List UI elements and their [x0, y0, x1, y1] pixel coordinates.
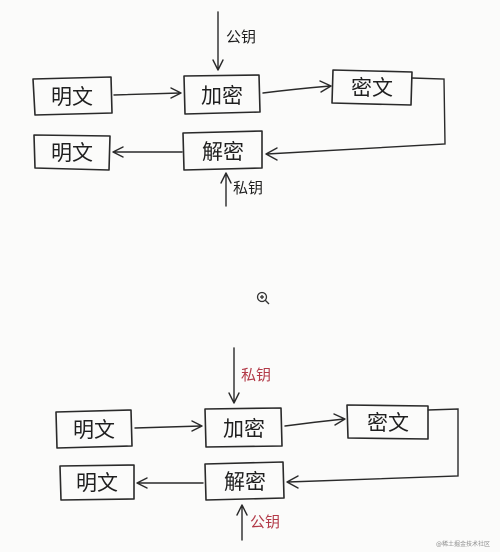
top-decrypt-box [182, 130, 263, 171]
top-arrow-plain-to-encrypt [113, 92, 181, 96]
top-plaintext-out-label: 明文 [51, 141, 93, 165]
top-plaintext-in-label: 明文 [51, 85, 93, 109]
bottom-arrow-plain-to-encrypt [134, 425, 202, 429]
bottom-plaintext-in-label: 明文 [73, 418, 115, 442]
top-diagram: 明文 加密 密文 解密 明文 公钥 私钥 [32, 11, 446, 207]
bottom-ciphertext-label: 密文 [367, 411, 409, 435]
top-encrypt-label: 加密 [201, 84, 243, 108]
bottom-decrypt-box [204, 461, 285, 501]
top-ciphertext-label: 密文 [351, 76, 393, 100]
top-decrypt-key-label: 私钥 [233, 179, 263, 197]
bottom-encrypt-box [204, 407, 283, 448]
top-plaintext-out-box [33, 134, 111, 171]
watermark-text: @稀土掘金技术社区 [436, 540, 490, 548]
bottom-plaintext-out-box [59, 464, 135, 501]
top-encrypt-box [183, 74, 261, 115]
bottom-ciphertext-box [346, 404, 429, 440]
bottom-encrypt-label: 加密 [223, 417, 265, 441]
top-plaintext-in-box [32, 76, 113, 116]
top-arrow-encrypt-to-cipher [262, 85, 331, 94]
bottom-encrypt-key-label: 私钥 [241, 366, 271, 384]
bottom-decrypt-label: 解密 [224, 470, 266, 494]
bottom-plaintext-in-box [55, 409, 133, 449]
bottom-diagram: 明文 加密 密文 解密 明文 私钥 公钥 [55, 347, 459, 541]
bottom-arrow-cipher-to-decrypt [287, 408, 459, 483]
top-arrow-cipher-to-decrypt [266, 77, 446, 155]
top-ciphertext-box [331, 69, 413, 106]
top-encrypt-key-label: 公钥 [226, 28, 256, 46]
bottom-decrypt-key-label: 公钥 [250, 513, 280, 531]
zoom-in-icon[interactable] [256, 291, 270, 305]
bottom-arrow-encrypt-to-cipher [284, 418, 345, 427]
top-decrypt-label: 解密 [202, 140, 244, 164]
bottom-plaintext-out-label: 明文 [76, 471, 118, 495]
